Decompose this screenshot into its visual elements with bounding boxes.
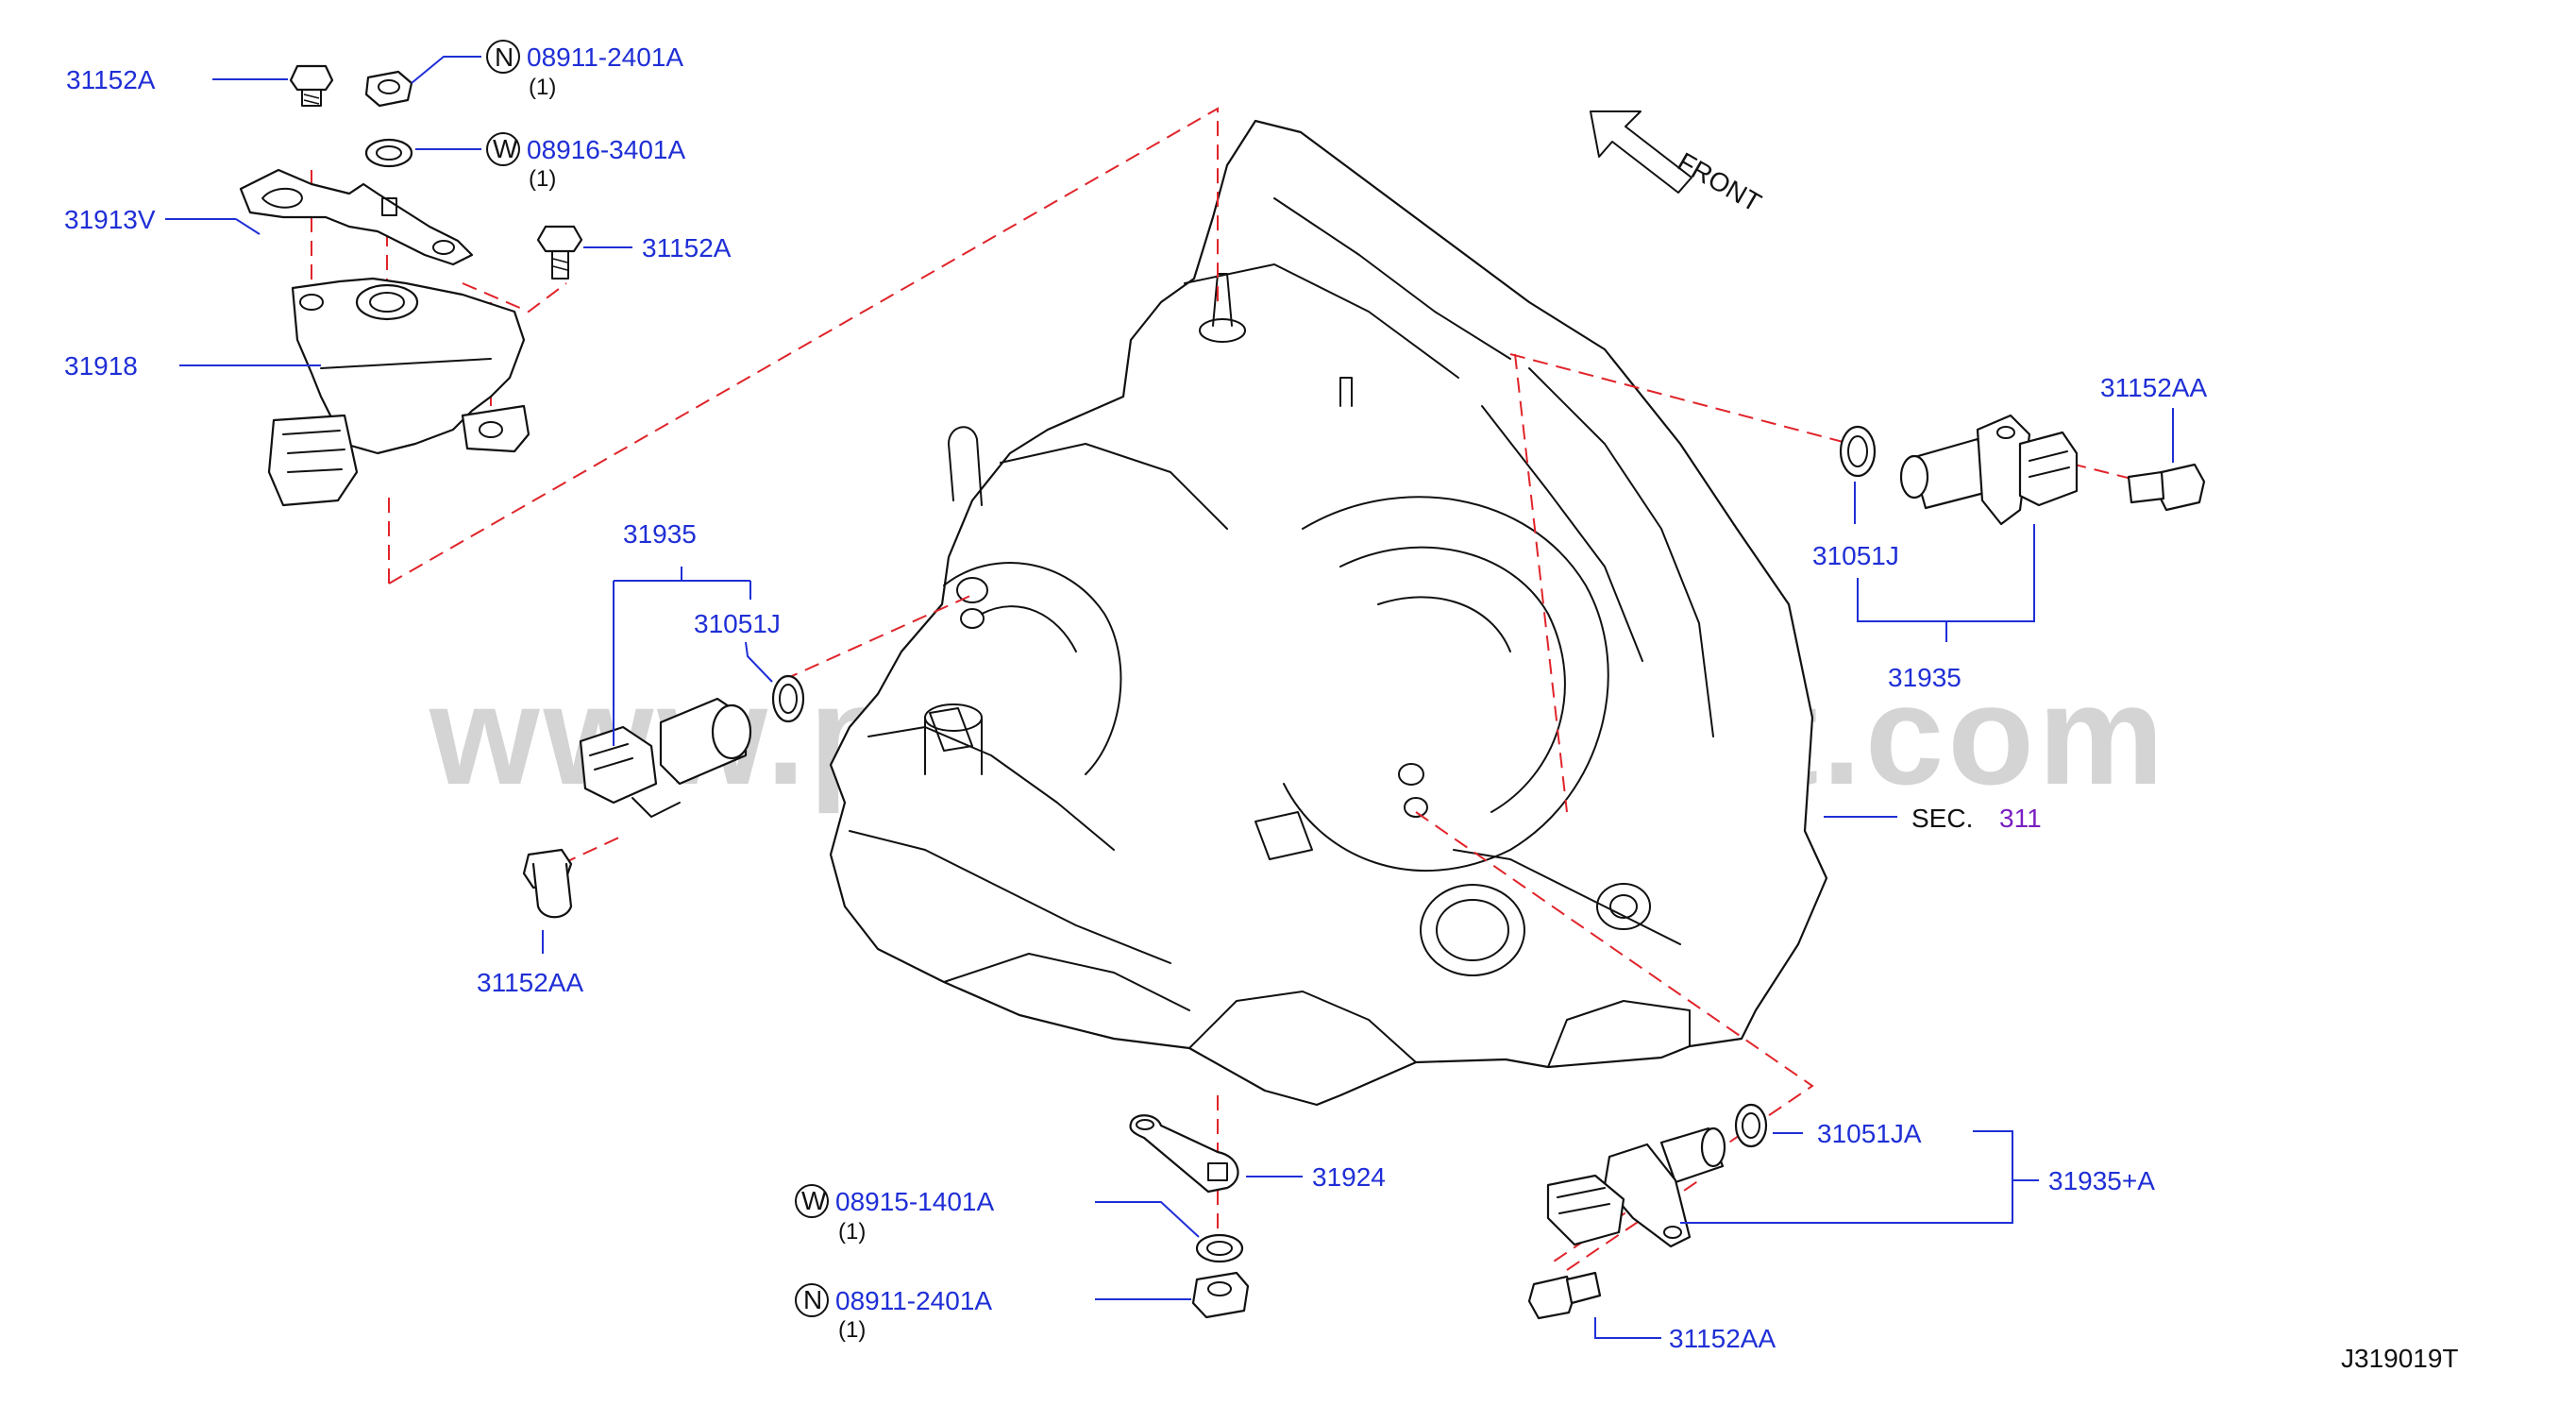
nut-top	[364, 70, 413, 108]
oring-31051ja	[1734, 1103, 1768, 1148]
bolt-31152a-top	[289, 64, 334, 107]
label-31152a-top: 31152A	[66, 65, 156, 94]
washer-marker-bottom-icon	[795, 1184, 829, 1218]
label-31918: 31918	[64, 351, 138, 381]
label-31913v: 31913V	[64, 205, 156, 234]
marker-n-bottom: N	[803, 1285, 822, 1314]
label-31051j-right: 31051J	[1812, 541, 1899, 570]
marker-w-top: W	[493, 134, 518, 163]
oring-31051j-left	[771, 674, 805, 723]
label-31152aa-bottom: 31152AA	[1669, 1324, 1776, 1353]
front-direction-indicator: FRONT	[1590, 110, 1766, 217]
section-ref-number: 311	[1999, 804, 2042, 833]
nut-marker-icon	[486, 40, 520, 74]
label-nut-bottom-code: 08911-2401A	[835, 1286, 992, 1315]
label-31152aa-left: 31152AA	[477, 968, 583, 997]
bolt-31152aa-bottom	[1527, 1271, 1602, 1320]
bolt-31152a-right	[536, 225, 583, 280]
transaxle-assembly	[829, 119, 1828, 1107]
nut-marker-bottom-icon	[795, 1283, 829, 1317]
label-31152aa-right: 31152AA	[2100, 373, 2207, 402]
label-nut-top-qty: (1)	[529, 75, 556, 100]
bracket-31913v	[239, 168, 474, 266]
nut-bottom	[1191, 1271, 1250, 1319]
bolt-31152aa-left	[522, 848, 573, 919]
speed-sensor-left	[579, 697, 752, 818]
label-31051ja: 31051JA	[1817, 1119, 1922, 1148]
label-nut-bottom-qty: (1)	[838, 1317, 866, 1343]
label-nut-top-code: 08911-2401A	[527, 42, 683, 72]
lever-31924	[1129, 1114, 1239, 1194]
front-arrow-icon	[1590, 110, 1692, 194]
washer-marker-icon	[486, 132, 520, 166]
speed-sensor-bottom	[1546, 1126, 1726, 1248]
washer-bottom	[1195, 1233, 1244, 1263]
washer-top	[364, 138, 413, 168]
label-washer-top-qty: (1)	[529, 166, 556, 192]
label-31924: 31924	[1312, 1162, 1386, 1192]
label-31935-plus-a: 31935+A	[2048, 1166, 2155, 1195]
label-31152a-right: 31152A	[642, 233, 732, 263]
inhibitor-switch-31918	[267, 277, 530, 507]
diagram-code: J319019T	[2341, 1344, 2459, 1373]
label-washer-bottom-qty: (1)	[838, 1219, 866, 1245]
label-washer-bottom-code: 08915-1401A	[835, 1187, 994, 1216]
label-31935-left: 31935	[623, 519, 697, 549]
label-31051j-left: 31051J	[694, 609, 781, 638]
section-ref-prefix: SEC.	[1911, 804, 1973, 833]
label-31935-right: 31935	[1888, 663, 1961, 692]
speed-sensor-right	[1899, 414, 2079, 526]
marker-w-bottom: W	[801, 1186, 827, 1215]
bolt-31152aa-right	[2127, 463, 2206, 512]
marker-n-top: N	[495, 42, 514, 72]
label-washer-top-code: 08916-3401A	[527, 135, 685, 164]
oring-31051j-right	[1839, 425, 1877, 478]
